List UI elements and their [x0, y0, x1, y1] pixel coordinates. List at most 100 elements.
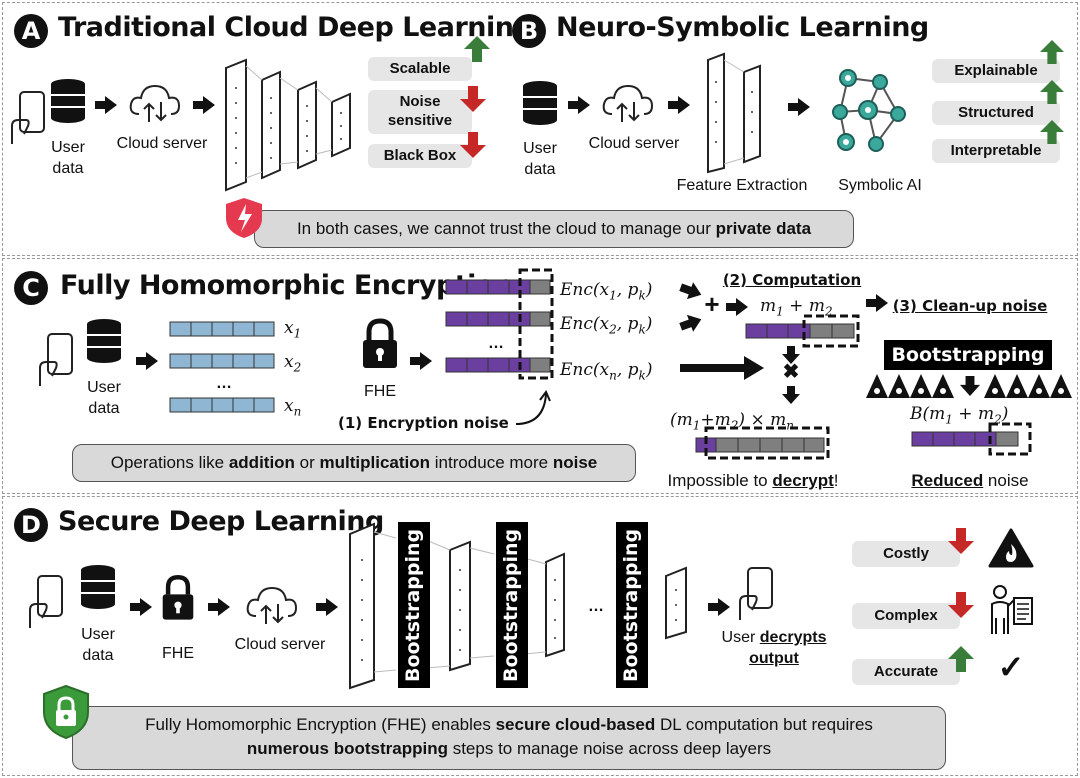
bootstrapping-block-2: Bootstrapping — [496, 522, 528, 688]
impossible-text: Impossible to — [667, 471, 773, 490]
red-down-arrow-icon — [948, 528, 974, 554]
bootstrapping-block-3: Bootstrapping — [616, 522, 648, 688]
ciphertext-ellipsis: … — [488, 335, 504, 352]
broken-shield-icon — [226, 198, 262, 238]
pill-accurate: Accurate — [852, 659, 960, 685]
banner-bold: addition — [228, 453, 295, 472]
panel-c-badge: C — [14, 271, 48, 305]
green-up-arrow-icon — [1040, 120, 1064, 144]
reduced-noise-label: Reduced noise — [900, 470, 1040, 491]
symbolic-ai-label: Symbolic AI — [838, 177, 922, 194]
fhe-label: FHE — [162, 645, 194, 662]
sum-ciphertext — [745, 314, 860, 348]
cloud-icon — [246, 586, 298, 624]
banner-text: Operations like — [110, 453, 229, 472]
big-arrow-icon — [680, 356, 764, 380]
bootstrapping-block-1: Bootstrapping — [398, 522, 430, 688]
lock-icon — [162, 575, 194, 620]
decrypt-word: decrypt — [772, 471, 834, 490]
secure-shield-icon — [43, 684, 89, 740]
sum-label: m1 + m2 — [760, 296, 833, 319]
bootstrapping-box: Bootstrapping — [884, 340, 1052, 370]
banner-text: In both cases, we cannot trust the cloud… — [296, 219, 716, 238]
cloud-server-label: Cloud server — [116, 135, 208, 152]
arrow-icon — [410, 352, 432, 370]
cloud-icon — [129, 84, 181, 122]
fire-warning-icons-left — [866, 374, 954, 398]
banner-bold: numerous bootstrapping — [246, 739, 448, 758]
arrow-icon — [208, 598, 230, 616]
fhe-summary-banner: Fully Homomorphic Encryption (FHE) enabl… — [72, 706, 946, 770]
green-up-arrow-icon — [948, 646, 974, 672]
database-icon — [87, 319, 121, 363]
banner-bold: secure cloud-based — [495, 715, 656, 734]
banner-bold: private data — [715, 219, 812, 238]
plaintext-vectors — [169, 321, 275, 413]
fire-warning-icons-right — [984, 374, 1072, 398]
down-arrow-icon — [782, 346, 800, 364]
phone-icon — [39, 333, 73, 386]
pill-structured: Structured — [932, 101, 1060, 125]
arrow-icon — [95, 96, 117, 114]
user-data-label: User data — [81, 626, 115, 664]
panel-a-b-frame — [2, 2, 1078, 256]
decrypts-word: decrypts — [759, 629, 827, 646]
red-down-arrow-icon — [460, 86, 486, 112]
red-down-arrow-icon — [948, 592, 974, 618]
banner-bold: multiplication — [319, 453, 431, 472]
banner-text: steps to manage noise across deep layers — [447, 739, 772, 758]
database-icon — [81, 565, 115, 609]
banner-text: Fully Homomorphic Encryption (FHE) enabl… — [145, 715, 496, 734]
green-up-arrow-icon — [464, 36, 490, 62]
pill-interpretable: Interpretable — [932, 139, 1060, 163]
cloud-icon — [602, 84, 654, 122]
ciphertext-vectors — [445, 268, 554, 380]
operations-banner: Operations like addition or multiplicati… — [72, 444, 636, 482]
product-label: (m1+m2) × mn — [670, 410, 794, 433]
fire-warning-icon — [988, 528, 1034, 568]
panel-b-title: Neuro-Symbolic Learning — [556, 12, 929, 43]
cleanup-noise-label: (3) Clean-up noise — [892, 297, 1048, 315]
arrow-icon — [679, 282, 702, 300]
enc-xn-label: Enc(xn, pk) — [560, 360, 653, 383]
red-down-arrow-icon — [460, 132, 486, 158]
phone-icon — [11, 91, 45, 144]
user-word: User — [721, 629, 760, 646]
panel-a-badge: A — [14, 14, 48, 48]
panel-d-badge: D — [14, 508, 48, 542]
user-data-label: User data — [51, 139, 85, 177]
lock-icon — [363, 318, 397, 368]
plaintext-ellipsis: … — [216, 375, 232, 392]
privacy-banner: In both cases, we cannot trust the cloud… — [254, 210, 854, 248]
arrow-icon — [679, 314, 702, 332]
times-operator: ✖ — [782, 361, 800, 383]
pill-noise-sensitive: Noise sensitive — [368, 90, 472, 134]
feature-layers-icon — [707, 52, 761, 174]
x1-label: x1 — [284, 318, 302, 341]
arrow-icon — [708, 598, 730, 616]
cloud-server-label: Cloud server — [588, 135, 680, 152]
user-data-label: User data — [87, 379, 121, 417]
product-ciphertext — [695, 426, 830, 460]
plus-operator: + — [704, 289, 720, 319]
banner-bold: noise — [552, 453, 598, 472]
enc-x2-label: Enc(x2, pk) — [560, 314, 653, 337]
panel-b-badge: B — [512, 14, 546, 48]
symbolic-network-icon — [832, 69, 906, 152]
reduced-word: Reduced — [911, 471, 984, 490]
arrow-icon — [568, 96, 590, 114]
arrow-icon — [668, 96, 690, 114]
phone-icon — [29, 575, 63, 628]
neural-layers-icon — [225, 58, 351, 192]
phone-icon — [739, 567, 773, 620]
layers-ellipsis: … — [588, 598, 604, 615]
panel-d-title: Secure Deep Learning — [58, 506, 384, 537]
encryption-noise-label: (1) Encryption noise — [338, 414, 509, 432]
banner-text: introduce more — [430, 453, 553, 472]
arrow-icon — [316, 598, 338, 616]
panel-c-title: Fully Homomorphic Encryption — [60, 270, 513, 301]
green-up-arrow-icon — [1040, 40, 1064, 64]
arrow-icon — [193, 96, 215, 114]
bootstrapped-label: B(m1 + m2) — [910, 404, 1009, 427]
